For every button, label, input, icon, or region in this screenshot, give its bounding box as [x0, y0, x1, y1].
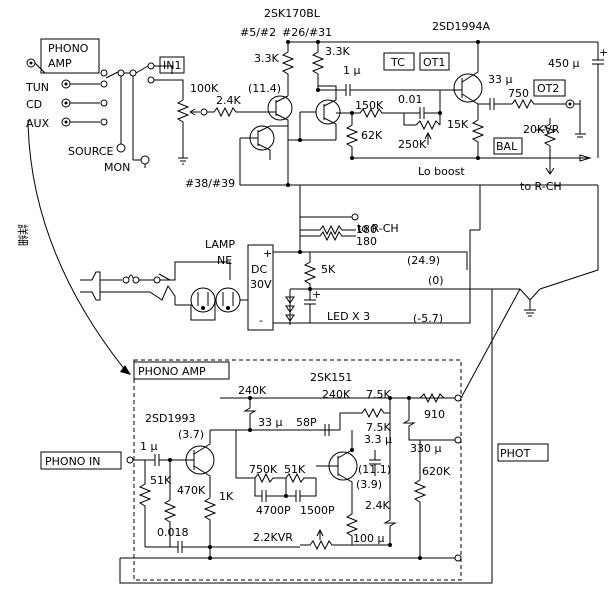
label-r33k-a: 3.3K — [254, 52, 279, 65]
ot1-box — [419, 52, 450, 71]
label-phono-amp-title: PHONO AMP — [138, 365, 206, 378]
label-c58p: 58P — [296, 416, 317, 429]
label-fet-ids-a: #5/#2 — [240, 26, 276, 39]
bal-box — [493, 137, 523, 155]
label-bjt-2sd1993: 2SD1993 — [145, 412, 195, 425]
label-bjt-part: 2SD1994A — [432, 20, 490, 33]
label-r51k: 51K — [150, 474, 172, 487]
label-r62k: 62K — [361, 129, 383, 142]
label-bal: BAL — [496, 140, 518, 153]
label-c450: 450 μ — [548, 57, 580, 70]
phono-amp-title-box — [133, 361, 230, 380]
label-r150k: 150K — [355, 99, 384, 112]
input-selector: PHONO AMP TUN CD AUX SOURCE MON — [25, 38, 245, 174]
dc-module-box — [247, 244, 274, 331]
label-r33k-b: 3.3K — [325, 45, 350, 58]
label-ne: NE — [217, 254, 232, 267]
label-v-zero: (0) — [428, 274, 444, 287]
ot2-box — [533, 79, 566, 97]
label-c33u-b: 3.3 μ — [364, 433, 392, 446]
label-v-pos: (24.9) — [407, 254, 440, 267]
phono-in-box — [40, 451, 122, 470]
phono-amp: PHONO AMP 2SK151 2SD1993 PHONO IN PHOT 2… — [40, 288, 549, 584]
label-30v: 30V — [250, 278, 272, 291]
label-r15k: 15K — [447, 118, 469, 131]
label-dc: DC — [251, 263, 267, 276]
cap-polarity-plus: + — [599, 46, 608, 59]
label-v39: (3.9) — [356, 478, 382, 491]
phono-amp-box-line1: PHONO — [48, 42, 89, 55]
label-r240k-b: 240K — [322, 388, 351, 401]
label-r1k: 1K — [219, 490, 234, 503]
label-c4700p: 4700P — [256, 504, 291, 517]
phono-amp-dashed-box — [133, 359, 462, 581]
label-vr250k: 250K — [398, 138, 427, 151]
label-vr22k: 2.2KVR — [253, 531, 293, 544]
label-source: SOURCE — [68, 145, 113, 158]
phono-amp-box-line2: AMP — [48, 57, 72, 70]
cap-polarity-plus-psu: + — [312, 288, 321, 301]
label-r470k: 470K — [177, 484, 206, 497]
label-c1u-pa: 1 μ — [140, 440, 158, 453]
power-supply: 詳細 to R-CH 180 180 LAMP NE + DC 30V - — [16, 119, 599, 375]
label-tc: TC — [390, 56, 405, 69]
label-r75k-top: 7.5K — [366, 388, 391, 401]
label-ot2: OT2 — [537, 82, 559, 95]
label-r24k: 2.4K — [216, 94, 241, 107]
label-to-r-ch-top: to R-CH — [357, 222, 399, 235]
label-led: LED X 3 — [327, 310, 370, 323]
label-aux: AUX — [26, 117, 50, 130]
label-c001: 0.01 — [398, 93, 423, 106]
label-fet-ids-b: #26/#31 — [282, 26, 332, 39]
label-vr100k: 100K — [190, 82, 219, 95]
fet-stage: 2SK170BL #5/#2 #26/#31 3.3K 3.3K (11.4) … — [185, 7, 608, 193]
label-fet-part: 2SK170BL — [264, 7, 321, 20]
label-r620k: 620K — [422, 465, 451, 478]
label-detail: 詳細 — [16, 224, 30, 246]
fet-q1 — [267, 95, 293, 121]
label-c100u: 100 μ — [353, 532, 385, 545]
label-r51k-b: 51K — [284, 463, 306, 476]
label-r750k: 750K — [249, 463, 278, 476]
label-ot1: OT1 — [423, 56, 445, 69]
label-r750: 750 — [508, 87, 529, 100]
tc-box — [383, 52, 415, 71]
label-c1u: 1 μ — [343, 64, 361, 77]
label-fet-2sk151: 2SK151 — [310, 371, 352, 384]
label-v114: (11.4) — [248, 82, 281, 95]
label-plus: + — [263, 247, 272, 260]
label-r5k: 5K — [321, 263, 336, 276]
label-tun: TUN — [25, 81, 49, 94]
label-r180-a: 180 — [356, 223, 377, 236]
label-r75k: 7.5K — [366, 421, 391, 434]
label-phono-in: PHONO IN — [45, 455, 100, 468]
label-cd: CD — [26, 98, 42, 111]
label-r24k-pa: 2.4K — [365, 499, 390, 512]
label-phot: PHOT — [500, 447, 531, 460]
label-minus: - — [259, 314, 263, 327]
label-c33u-pa: 33 μ — [258, 416, 283, 429]
label-c1500p: 1500P — [300, 504, 335, 517]
phot-box — [497, 443, 549, 462]
label-r910: 910 — [424, 408, 445, 421]
label-lamp: LAMP — [205, 238, 235, 251]
label-lo-boost: Lo boost — [418, 165, 465, 178]
phono-amp-box — [40, 38, 100, 74]
bjt-q4 — [453, 73, 483, 103]
label-fet-pair: #38/#39 — [185, 177, 235, 190]
label-r180-b: 180 — [356, 235, 377, 248]
label-r240k-a: 240K — [238, 384, 267, 397]
label-mon: MON — [104, 161, 130, 174]
label-c33u: 33 μ — [488, 73, 513, 86]
label-c330u: 330 μ — [410, 442, 442, 455]
label-v37: (3.7) — [178, 428, 204, 441]
label-v-neg: (-5.7) — [413, 312, 443, 325]
label-c0018: 0.018 — [157, 526, 189, 539]
label-to-r-ch: to R-CH — [520, 180, 562, 193]
